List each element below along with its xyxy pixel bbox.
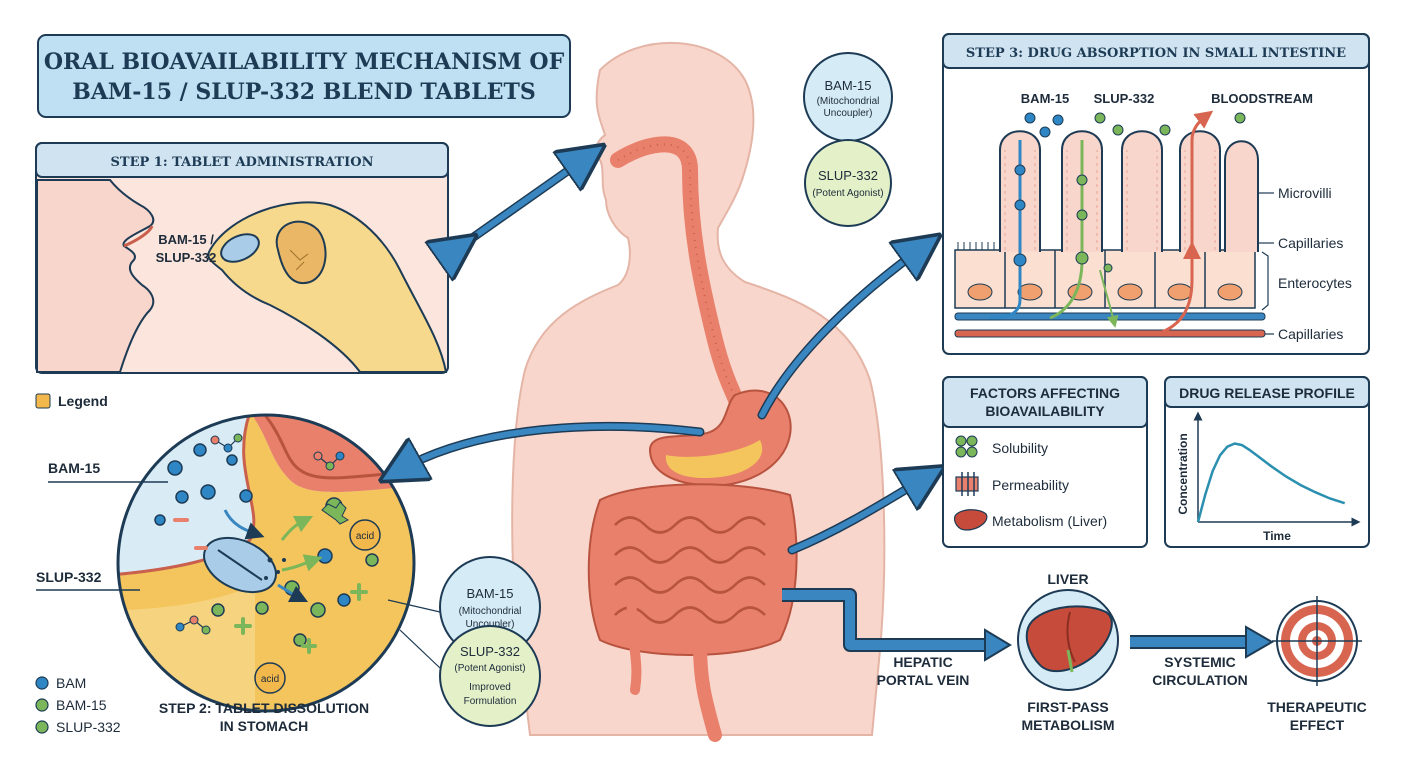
legend-bottom: BAM BAM-15 SLUP-332 bbox=[35, 675, 121, 735]
legend-label: Legend bbox=[58, 393, 108, 409]
title-line-2: BAM-15 / SLUP-332 BLEND TABLETS bbox=[72, 79, 536, 105]
step3-label-bam15: BAM-15 bbox=[1021, 91, 1069, 106]
title-line-1: ORAL BIOAVAILABILITY MECHANISM OF bbox=[44, 49, 565, 75]
step3-header: STEP 3: DRUG ABSORPTION IN SMALL INTESTI… bbox=[966, 46, 1346, 61]
systemic-line-2: CIRCULATION bbox=[1152, 672, 1247, 688]
step2-label-bam15: BAM-15 bbox=[48, 460, 100, 476]
title-box: ORAL BIOAVAILABILITY MECHANISM OF BAM-15… bbox=[37, 34, 571, 118]
step3-label-capillaries-bottom: Capillaries bbox=[1278, 326, 1343, 342]
bubble-slup332-bottom-sub2: Improved bbox=[469, 682, 511, 693]
factors-header-line-2: BIOAVAILABILITY bbox=[985, 403, 1105, 419]
first-pass-line-1: FIRST-PASS bbox=[1027, 699, 1108, 715]
arrow-mouth-step1 bbox=[458, 158, 586, 248]
tablet-label-line-1: BAM-15 / bbox=[158, 232, 214, 247]
bubble-bam15-bottom-sub2: Uncoupler) bbox=[466, 619, 515, 630]
bam-pathway bbox=[989, 140, 1022, 320]
first-pass-line-2: METABOLISM bbox=[1021, 717, 1114, 733]
tablet-label-line-2: SLUP-332 bbox=[156, 250, 217, 265]
legend-slup332-dot bbox=[35, 720, 49, 734]
permeability-icon bbox=[955, 472, 979, 496]
capillary-red bbox=[954, 329, 1266, 338]
step3-panel: STEP 3: DRUG ABSORPTION IN SMALL INTESTI… bbox=[942, 33, 1370, 355]
chart-ylabel: Concentration bbox=[1176, 433, 1190, 514]
liver-illustration bbox=[1017, 589, 1119, 691]
bubble-slup332-bottom-sub3: Formulation bbox=[464, 696, 517, 707]
legend-top: Legend bbox=[35, 393, 108, 409]
step3-label-capillaries-top: Capillaries bbox=[1278, 235, 1343, 251]
bubble-slup332-top: SLUP-332 (Potent Agonist) bbox=[804, 139, 892, 227]
step2-caption-line-1: STEP 2: TABLET DISSOLUTION bbox=[159, 700, 369, 716]
face-profile bbox=[36, 179, 155, 373]
chart-axes bbox=[1193, 411, 1361, 527]
step3-label-microvilli: Microvilli bbox=[1278, 185, 1332, 201]
bubble-bam15-bottom-name: BAM-15 bbox=[467, 586, 514, 601]
legend-bam15-label: BAM-15 bbox=[56, 697, 107, 713]
step3-label-bloodstream: BLOODSTREAM bbox=[1211, 91, 1313, 106]
portal-vein-line-2: PORTAL VEIN bbox=[877, 672, 970, 688]
solubility-icon bbox=[955, 435, 978, 458]
tablet bbox=[220, 233, 260, 263]
factor-solubility: Solubility bbox=[992, 440, 1048, 456]
legend-bam15-dot bbox=[35, 698, 49, 712]
factor-permeability: Permeability bbox=[992, 477, 1069, 493]
bubble-bam15-top-name: BAM-15 bbox=[825, 78, 872, 93]
portal-vein-arrow bbox=[782, 590, 985, 650]
bubble-bam15-top-sub1: (Mitochondrial bbox=[817, 96, 880, 107]
systemic-line-1: SYSTEMIC bbox=[1164, 654, 1236, 670]
bubble-bam15-bottom-sub1: (Mitochondrial bbox=[459, 606, 522, 617]
acid-label-2: acid bbox=[261, 674, 279, 685]
chart-series-line bbox=[1196, 442, 1346, 523]
therapeutic-line-1: THERAPEUTIC bbox=[1267, 699, 1367, 715]
chart-xlabel: Time bbox=[1263, 529, 1291, 543]
liver-icon-small bbox=[953, 509, 988, 531]
bubble-slup332-bottom-name: SLUP-332 bbox=[460, 644, 520, 659]
drug-particles bbox=[154, 433, 379, 654]
arrow-intestine-factors bbox=[789, 478, 925, 553]
factor-metabolism: Metabolism (Liver) bbox=[992, 513, 1107, 529]
acid-label-1: acid bbox=[356, 531, 374, 542]
bubble-bam15-top-sub2: Uncoupler) bbox=[824, 108, 873, 119]
legend-bam-label: BAM bbox=[56, 675, 86, 691]
step2-stomach-zoom: acid acid bbox=[116, 413, 416, 713]
step2-label-slup332: SLUP-332 bbox=[36, 569, 102, 585]
step3-label-slup332: SLUP-332 bbox=[1094, 91, 1155, 106]
acid-badge-2 bbox=[254, 662, 286, 694]
factors-header-line-1: FACTORS AFFECTING bbox=[970, 385, 1120, 401]
factors-panel: FACTORS AFFECTING BIOAVAILABILITY Solubi… bbox=[942, 376, 1148, 548]
legend-bam-dot bbox=[35, 676, 49, 690]
hand-illustration bbox=[207, 201, 448, 373]
human-body-illustration bbox=[511, 41, 886, 742]
bubble-slup332-top-name: SLUP-332 bbox=[818, 168, 878, 183]
enterocytes-row bbox=[954, 242, 1256, 309]
legend-slup332-label: SLUP-332 bbox=[56, 719, 121, 735]
portal-vein-line-1: HEPATIC bbox=[893, 654, 952, 670]
legend-swatch bbox=[35, 393, 51, 409]
bubble-slup332-top-sub1: (Potent Agonist) bbox=[812, 188, 883, 199]
arrow-stomach-step2 bbox=[400, 423, 703, 470]
bubble-slup332-bottom: SLUP-332 (Potent Agonist) Improved Formu… bbox=[439, 625, 541, 727]
target-icon bbox=[1272, 596, 1362, 686]
acid-badge-1 bbox=[349, 519, 381, 551]
step1-panel: STEP 1: TABLET ADMINISTRATION BAM-15 / S… bbox=[35, 142, 449, 374]
step3-label-enterocytes: Enterocytes bbox=[1278, 275, 1352, 291]
step2-caption-line-2: IN STOMACH bbox=[220, 718, 308, 734]
microvilli bbox=[999, 130, 1259, 252]
chart-title: DRUG RELEASE PROFILE bbox=[1179, 385, 1355, 401]
step1-header: STEP 1: TABLET ADMINISTRATION bbox=[111, 155, 374, 170]
release-profile-panel: DRUG RELEASE PROFILE Time Concentration bbox=[1164, 376, 1370, 548]
liver-label: LIVER bbox=[1047, 571, 1088, 587]
bubble-slup332-bottom-sub1: (Potent Agonist) bbox=[454, 663, 525, 674]
therapeutic-line-2: EFFECT bbox=[1290, 717, 1345, 733]
bubble-bam15-top: BAM-15 (Mitochondrial Uncoupler) bbox=[803, 52, 893, 142]
arrow-stomach-step3 bbox=[759, 248, 922, 418]
